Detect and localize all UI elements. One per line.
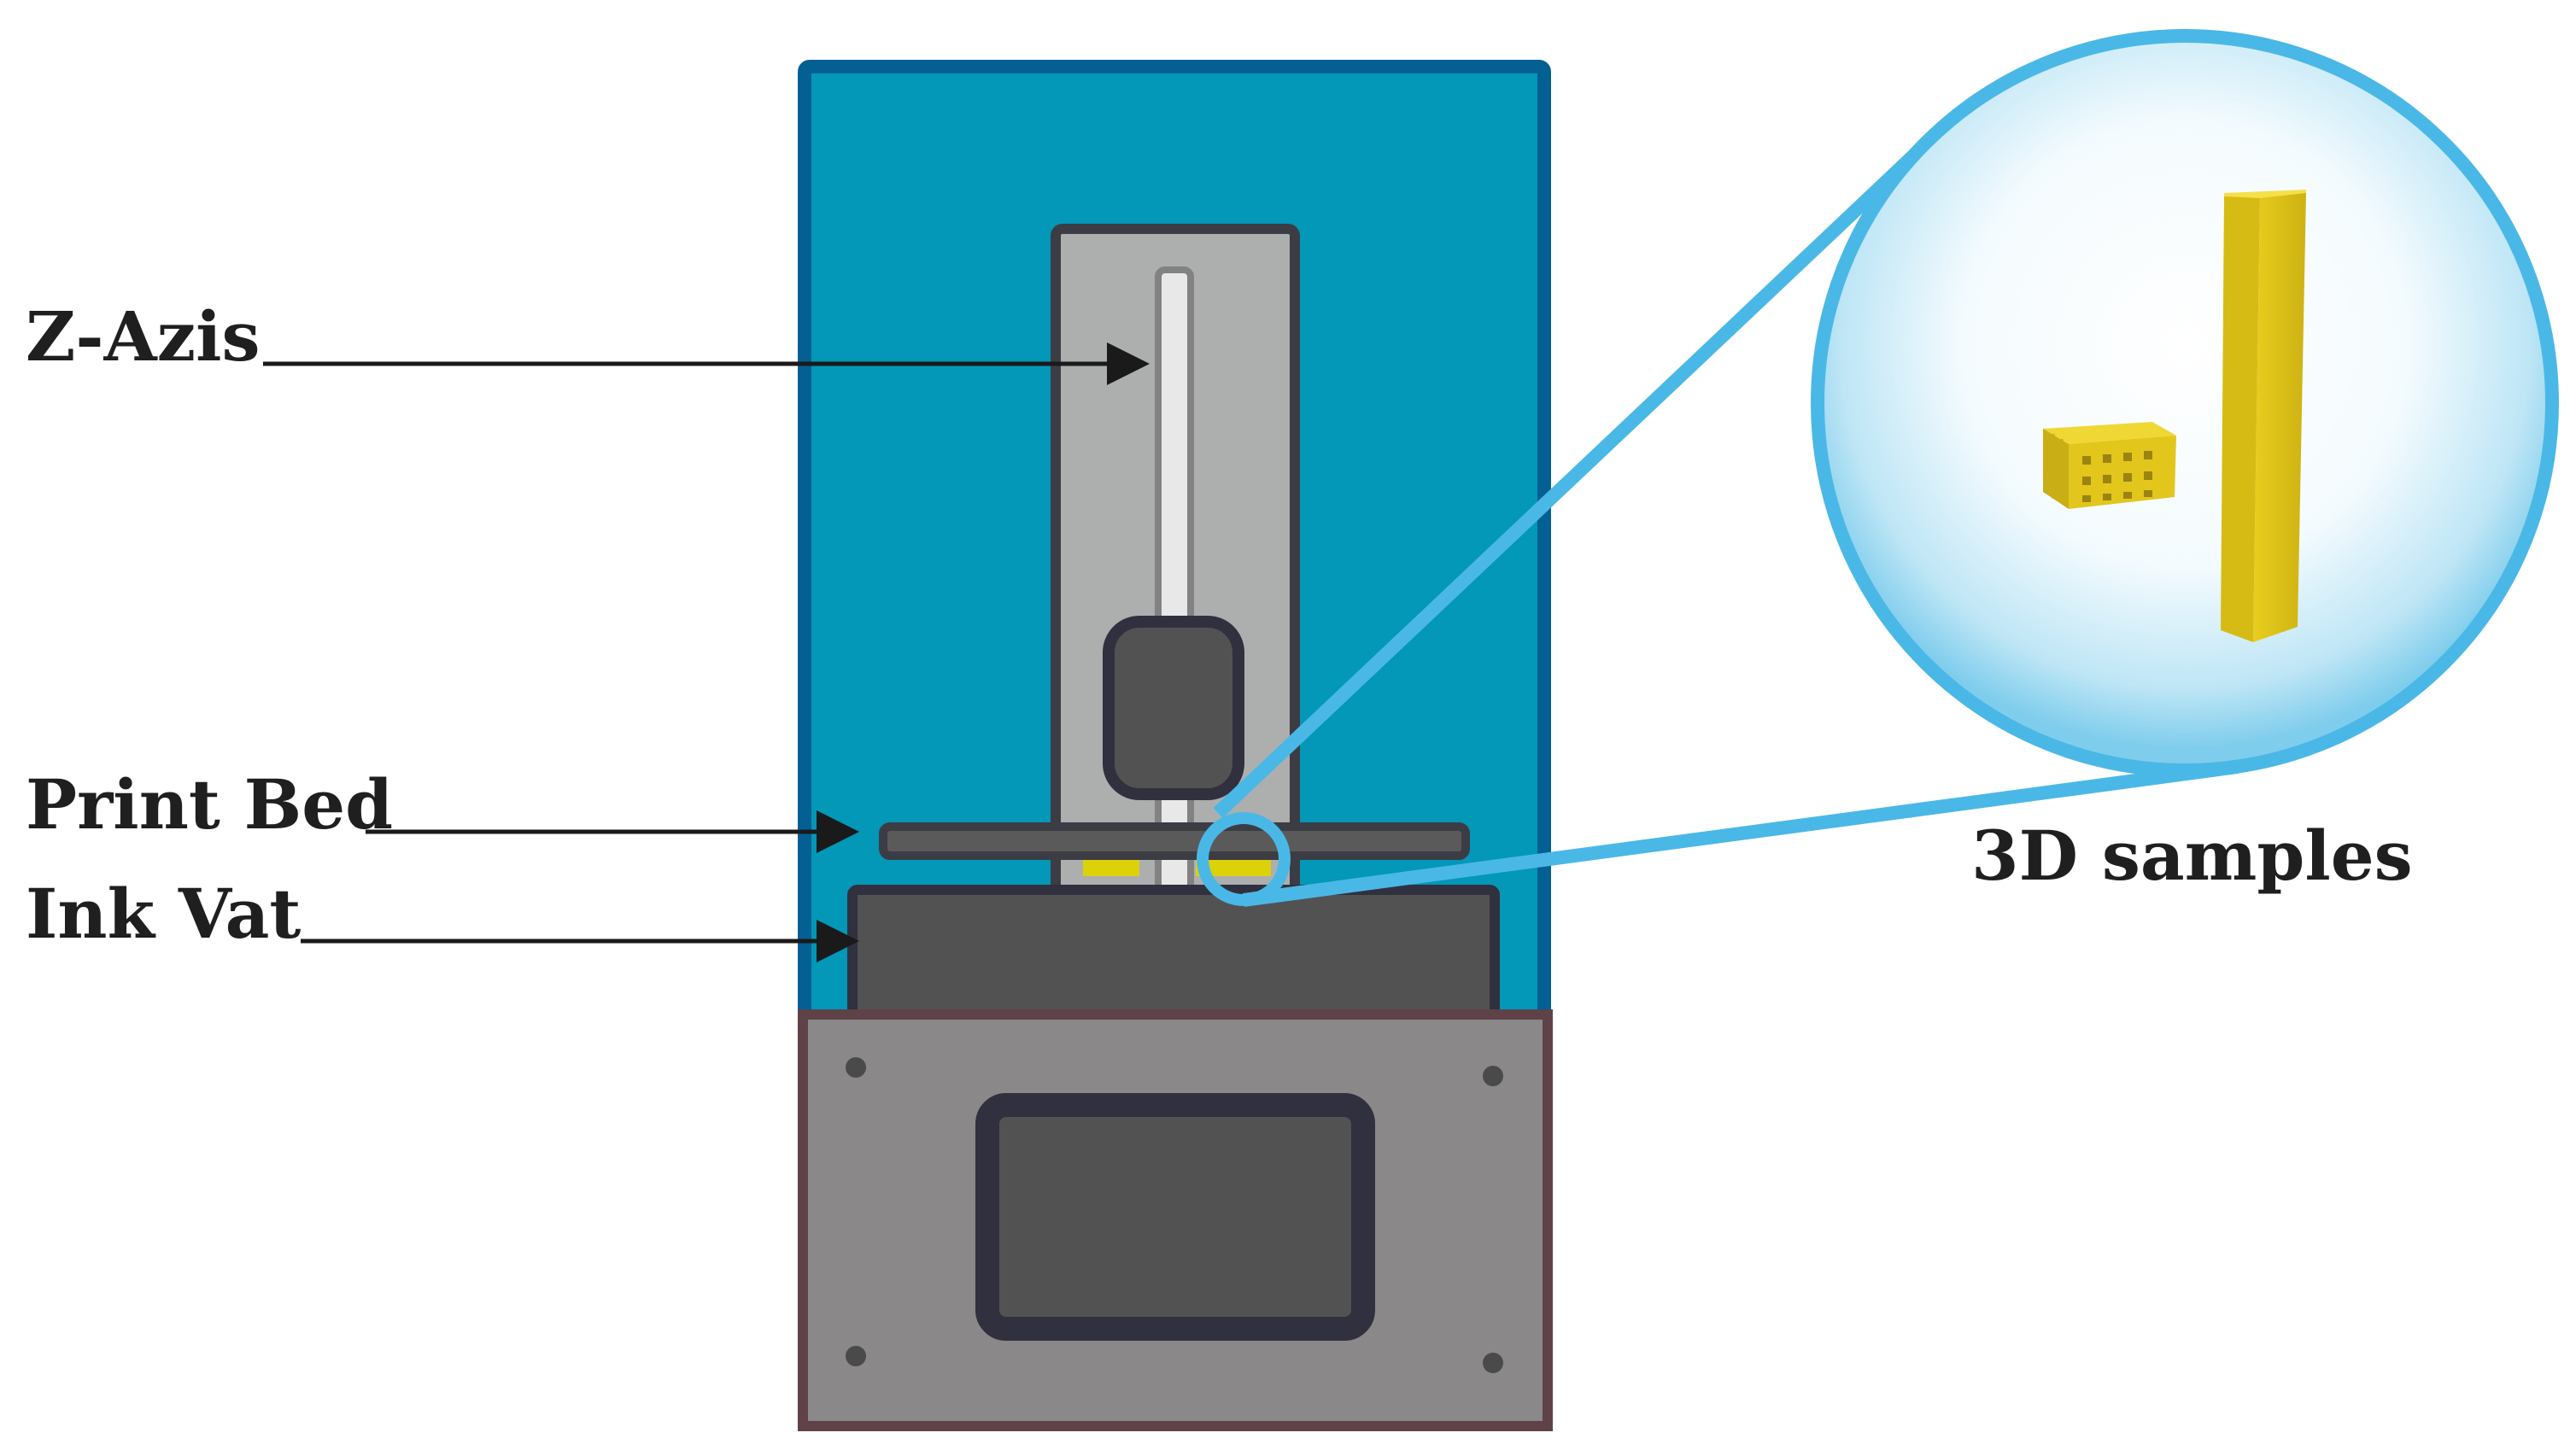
samples-label: 3D samples: [1971, 816, 2413, 896]
callout-line-bottom: [1242, 760, 2239, 907]
print-bed: [879, 822, 1470, 860]
screw-icon: [846, 1057, 866, 1078]
ink-vat: [847, 885, 1500, 1023]
magnifier-ring: [1197, 812, 1291, 906]
z-axis-label: Z-Azis: [26, 296, 261, 377]
printed-part-right: [1196, 859, 1271, 876]
printed-part-left: [1083, 859, 1139, 876]
lattice-cube-icon: [2043, 422, 2176, 509]
screw-icon: [846, 1346, 866, 1366]
ink-vat-label: Ink Vat: [26, 874, 301, 954]
screw-icon: [1483, 1066, 1503, 1086]
callout-line-top: [1213, 130, 1941, 818]
carriage-block-icon: [1103, 616, 1244, 800]
print-bed-label: Print Bed: [26, 764, 393, 845]
z-axis-rail: [1155, 266, 1194, 905]
screw-icon: [1483, 1353, 1503, 1373]
display-screen-icon: [975, 1093, 1375, 1341]
rectangular-bar-icon: [2221, 190, 2306, 642]
zoom-lens: [1811, 29, 2559, 777]
